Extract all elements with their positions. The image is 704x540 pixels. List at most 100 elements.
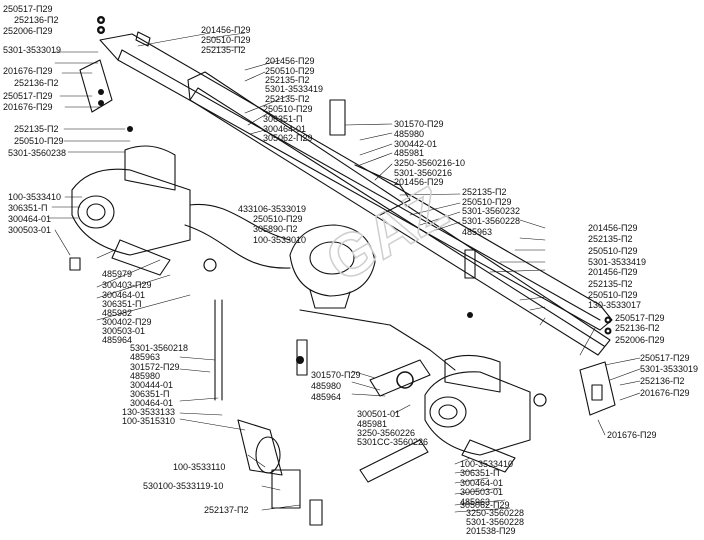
part-label: 5301-3560238 (8, 148, 67, 158)
part-label: 485982 (102, 308, 133, 318)
part-label: 201456-П29 (588, 267, 638, 277)
part-label: 252006-П29 (615, 335, 665, 345)
part-label: 201456-П29 (394, 177, 444, 187)
part-label: 306351-П (263, 114, 303, 124)
part-label: 130-3533133 (122, 407, 176, 417)
part-label: 300442-01 (394, 139, 438, 149)
part-label: 250510-П29 (253, 214, 303, 224)
part-label: 252136-П2 (615, 323, 660, 333)
left-chamber-body (71, 168, 191, 256)
part-label: 485980 (394, 129, 425, 139)
part-label: 300464-01 (263, 124, 307, 134)
part-label: 5301СС-3560226 (357, 437, 429, 447)
right-bracket (579, 361, 616, 416)
air-line-left-2 (184, 224, 291, 269)
part-label: 306351-П (8, 203, 48, 213)
part-label: 301570-П29 (311, 370, 361, 380)
right-chamber-port-inner (438, 404, 458, 420)
part-label: 252135-П2 (201, 45, 246, 55)
part-label: 5301-3533419 (588, 257, 647, 267)
part-label: 485980 (130, 371, 161, 381)
center-valve-cover (309, 241, 355, 275)
part-label: 300464-01 (130, 398, 174, 408)
part-label: 485979 (102, 269, 133, 279)
part-label: 250517-П29 (3, 4, 53, 14)
part-label: 201456-П29 (201, 25, 251, 35)
part-label: 485981 (394, 148, 425, 158)
part-label: 252136-П2 (14, 15, 59, 25)
part-label: 305890-П2 (253, 224, 298, 234)
part-label: 252135-П2 (14, 124, 59, 134)
part-label: 100-3533410 (460, 459, 514, 469)
part-label: 100-3515310 (122, 416, 176, 426)
air-line-left (189, 203, 291, 241)
part-label: 301572-П29 (130, 362, 180, 372)
part-label: 252135-П2 (265, 75, 310, 85)
part-label: 5301-3560232 (462, 206, 521, 216)
fitting-assembly (369, 359, 431, 397)
part-label: 3250-3560226 (357, 428, 416, 438)
part-label: 300464-01 (8, 214, 52, 224)
left-chamber-cap (124, 145, 176, 191)
part-label: 5301-3560218 (130, 343, 189, 353)
part-label: 306351-П (460, 468, 500, 478)
part-label: 250517-П29 (615, 313, 665, 323)
part-label: 250510-П29 (14, 136, 64, 146)
part-label: 201456-П29 (588, 223, 638, 233)
part-label: 300503-01 (8, 225, 52, 235)
part-label: 252137-П2 (204, 505, 249, 515)
part-label: 201676-П29 (3, 102, 53, 112)
part-label: 252136-П2 (640, 376, 685, 386)
part-label: 300503-01 (102, 326, 146, 336)
part-label: 250510-П29 (588, 290, 638, 300)
lower-frame-bar (187, 71, 611, 356)
part-label: 100-3533410 (8, 192, 62, 202)
part-label: 485980 (311, 381, 342, 391)
part-label: 250510-П29 (265, 66, 315, 76)
part-label: 252136-П2 (14, 78, 59, 88)
part-label: 100-3533110 (173, 462, 226, 472)
part-label: 250510-П29 (263, 104, 313, 114)
part-label: 3250-3560228 (466, 508, 525, 518)
center-valve-base (309, 289, 351, 309)
left-chamber-base (111, 239, 171, 276)
part-label: 485964 (311, 392, 342, 402)
part-label: 252135-П2 (265, 94, 310, 104)
bottom-cylinder (237, 419, 283, 476)
part-label: 201676-П29 (607, 430, 657, 440)
part-label: 530100-3533119-10 (143, 481, 224, 491)
right-chamber-body (424, 371, 531, 456)
part-label: 250517-П29 (640, 353, 690, 363)
part-label: 5301-3533419 (265, 84, 324, 94)
left-chamber-port (77, 195, 115, 229)
part-label: 3250-3560216-10 (394, 158, 466, 168)
part-label: 485981 (357, 419, 388, 429)
lower-frame-bar-edge (189, 87, 605, 347)
part-label: 306351-П (102, 299, 142, 309)
part-label: 201676-П29 (3, 66, 53, 76)
part-label: 300464-01 (460, 478, 504, 488)
part-label: 5301-3533019 (640, 364, 699, 374)
part-label: 305062-П29 (263, 133, 313, 143)
left-bracket (79, 59, 113, 113)
part-label: 250510-П29 (201, 35, 251, 45)
air-line-right (299, 309, 456, 371)
part-label: 301570-П29 (394, 119, 444, 129)
part-label: 5301-3560228 (462, 216, 521, 226)
part-label: 100-3533010 (253, 235, 307, 245)
part-label: 300501-01 (357, 409, 401, 419)
upper-frame-bar-edge (117, 49, 601, 321)
air-line-top (354, 164, 411, 216)
part-label: 485963 (130, 352, 161, 362)
part-label: 5301-3560228 (466, 517, 525, 527)
part-label: 306351-П (130, 389, 170, 399)
part-label: 201538-П29 (466, 526, 516, 536)
part-label: 485963 (462, 227, 493, 237)
part-label: 130-3533017 (588, 300, 642, 310)
bottom-bracket (271, 469, 301, 509)
part-label: 433106-3533019 (238, 204, 307, 214)
part-label: 5301-3560216 (394, 168, 453, 178)
part-label: 252135-П2 (588, 234, 633, 244)
